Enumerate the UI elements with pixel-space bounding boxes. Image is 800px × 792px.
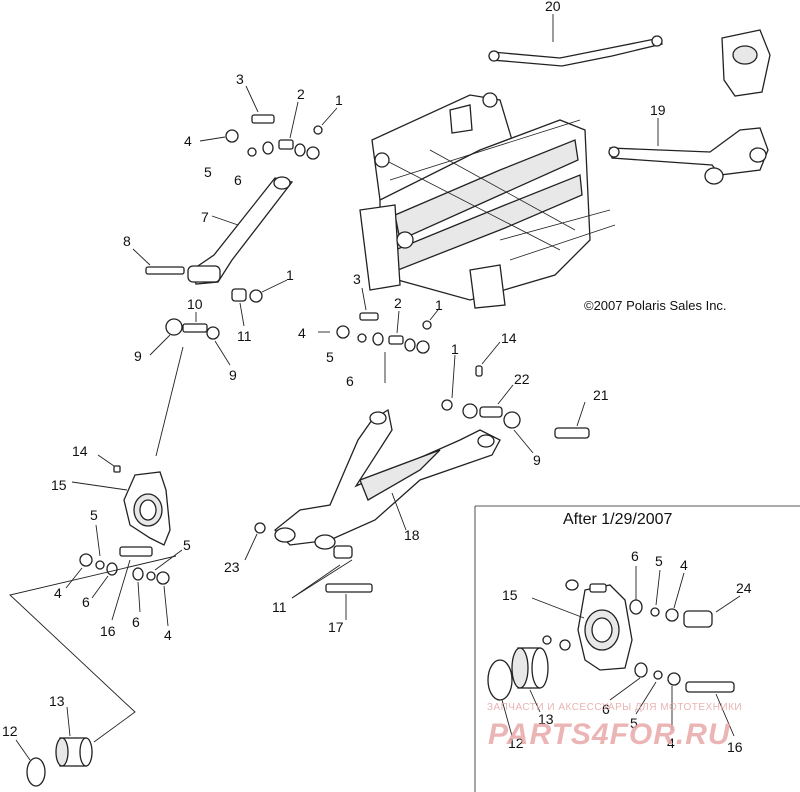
- lower-arm-pivot-hardware: 14 1 22 21 9: [441, 330, 609, 468]
- top-right-bracket: [721, 29, 771, 97]
- part-18-lower-control-arm: 18: [274, 408, 501, 550]
- callout-5-inset-upper: 5: [655, 553, 663, 569]
- callout-12-left: 12: [2, 723, 18, 739]
- callout-6-center: 6: [346, 373, 354, 389]
- callout-17: 17: [328, 619, 344, 635]
- callout-13-left: 13: [49, 693, 65, 709]
- knuckle-hardware-left: 5 5 4 6 16 6 4: [54, 507, 191, 643]
- callout-22: 22: [514, 371, 530, 387]
- bearing-leader-line: [9, 555, 177, 743]
- callout-2-center: 2: [394, 295, 402, 311]
- callout-11-upper: 11: [237, 328, 252, 344]
- callout-16-inset: 16: [727, 739, 743, 755]
- callout-21: 21: [593, 387, 609, 403]
- callout-9-lower: 9: [533, 452, 541, 468]
- callout-15-inset: 15: [502, 587, 518, 603]
- frame-assembly: [359, 92, 616, 309]
- part-13-bearing-left: 13: [49, 693, 93, 767]
- inset-panel: After 1/29/2007 15 6 5 4 24 13 12: [474, 505, 800, 792]
- callout-6-left-b: 6: [132, 614, 140, 630]
- callout-4-left-b: 4: [164, 627, 172, 643]
- inset-title: After 1/29/2007: [563, 511, 673, 528]
- callout-1-mid: 1: [286, 267, 294, 283]
- callout-10: 10: [187, 296, 203, 312]
- callout-1-upper: 1: [335, 92, 343, 108]
- callout-14-right: 14: [501, 330, 517, 346]
- callout-15-left: 15: [51, 477, 67, 493]
- callout-5-left-b: 5: [183, 537, 191, 553]
- copyright-notice: ©2007 Polaris Sales Inc.: [584, 298, 727, 313]
- callout-2-upper: 2: [297, 86, 305, 102]
- callout-3-upper: 3: [236, 71, 244, 87]
- callout-8: 8: [123, 233, 131, 249]
- part-10-bolt-and-nuts: 10 9 9: [134, 296, 237, 383]
- upper-left-hardware: 3 2 1 4 5 6: [184, 71, 343, 188]
- callout-9-left: 9: [134, 348, 142, 364]
- callout-16-left: 16: [100, 623, 116, 639]
- part-8-bolt: 8: [123, 233, 185, 275]
- watermark-logo-text: PARTS4FOR.RU: [488, 718, 731, 751]
- callout-6-upper: 6: [234, 172, 242, 188]
- callout-5-center: 5: [326, 349, 334, 365]
- callout-1-right: 1: [451, 341, 459, 357]
- part-15-rear-knuckle: 14 15: [51, 443, 171, 546]
- callout-6-inset-lower: 6: [602, 701, 610, 717]
- callout-6-left-a: 6: [82, 594, 90, 610]
- center-hardware: 3 2 1 4 5 6: [298, 271, 443, 389]
- callout-23: 23: [224, 559, 240, 575]
- callout-4-inset-upper: 4: [680, 557, 688, 573]
- callout-11-lower: 11: [272, 599, 287, 615]
- site-watermark: ЗАПЧАСТИ И АКСЕССУАРЫ ДЛЯ МОТОТЕХНИКИ PA…: [487, 702, 742, 751]
- callout-6-inset-upper: 6: [631, 548, 639, 564]
- callout-24: 24: [736, 580, 752, 596]
- callout-5-upper: 5: [204, 164, 212, 180]
- callout-4-left-a: 4: [54, 585, 62, 601]
- callout-4-inset-lower: 4: [667, 735, 675, 751]
- callout-9-right: 9: [229, 367, 237, 383]
- callout-5-left-a: 5: [90, 507, 98, 523]
- callout-3-center: 3: [353, 271, 361, 287]
- callout-4-center: 4: [298, 325, 306, 341]
- part-20-stabilizer-link: 20: [488, 0, 663, 67]
- callout-12-inset: 12: [508, 735, 524, 751]
- watermark-tagline: ЗАПЧАСТИ И АКСЕССУАРЫ ДЛЯ МОТОТЕХНИКИ: [487, 702, 742, 713]
- lower-arm-bolt-hardware: 23 11 17: [224, 522, 373, 635]
- callout-13-inset: 13: [538, 711, 554, 727]
- callout-7: 7: [201, 209, 209, 225]
- callout-14-left: 14: [72, 443, 88, 459]
- callout-19: 19: [650, 102, 666, 118]
- callout-1-center: 1: [435, 297, 443, 313]
- callout-4-upper: 4: [184, 133, 192, 149]
- callout-5-inset-lower: 5: [630, 715, 638, 731]
- part-19-upper-control-arm: 19: [608, 102, 769, 185]
- callout-20: 20: [545, 0, 561, 14]
- mid-left-hardware: 1 11: [231, 267, 294, 344]
- part-12-snap-ring-left: 12: [2, 723, 46, 787]
- assembly-leader-line: [155, 346, 184, 457]
- callout-18: 18: [404, 527, 420, 543]
- part-7-toe-link: 7: [187, 176, 294, 285]
